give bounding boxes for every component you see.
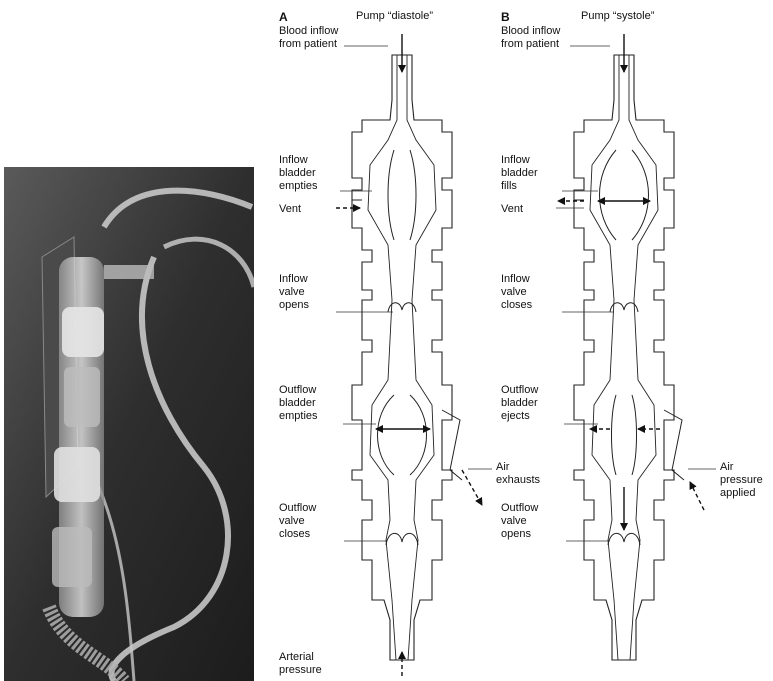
a-arterial-label: Arterial pressure — [279, 651, 322, 677]
panel-a-letter: A — [279, 10, 288, 24]
housing-outline — [352, 55, 452, 660]
outflow-bladder — [612, 395, 637, 475]
outflow-bladder — [378, 395, 427, 475]
inflow-bladder — [388, 150, 416, 240]
housing-outline — [574, 55, 674, 660]
panel-b-title: Pump “systole” — [581, 10, 654, 22]
panel-a-arrows — [336, 34, 482, 676]
outflow-valve — [386, 533, 418, 545]
a-air-label: Air exhausts — [496, 461, 540, 487]
a-outflow-bladder-label: Outflow bladder empties — [279, 384, 318, 423]
b-air-label: Air pressure applied — [720, 461, 763, 500]
a-inflow-bladder-label: Inflow bladder empties — [279, 154, 318, 193]
a-inflow-valve-label: Inflow valve opens — [279, 273, 309, 312]
pump-a-schematic — [352, 55, 462, 660]
b-inflow-valve-label: Inflow valve closes — [501, 273, 532, 312]
b-outflow-valve-label: Outflow valve opens — [501, 502, 538, 541]
a-vent-label: Vent — [279, 203, 301, 216]
inflow-valve — [388, 303, 416, 312]
b-vent-label: Vent — [501, 203, 523, 216]
b-outflow-bladder-label: Outflow bladder ejects — [501, 384, 538, 423]
a-air-exhaust-arrow — [462, 470, 482, 505]
b-inflow-bladder-label: Inflow bladder fills — [501, 154, 538, 193]
a-outflow-valve-label: Outflow valve closes — [279, 502, 316, 541]
panel-b-letter: B — [501, 10, 510, 24]
panel-a-title: Pump “diastole” — [356, 10, 433, 22]
b-blood-inflow-label: Blood inflow from patient — [501, 25, 560, 51]
a-blood-inflow-label: Blood inflow from patient — [279, 25, 338, 51]
inflow-valve — [610, 303, 638, 312]
b-air-pressure-arrow — [690, 482, 704, 510]
outflow-valve — [608, 533, 640, 545]
pump-b-schematic — [574, 55, 684, 660]
panel-b-arrows — [558, 34, 704, 530]
inflow-bladder — [600, 150, 649, 240]
